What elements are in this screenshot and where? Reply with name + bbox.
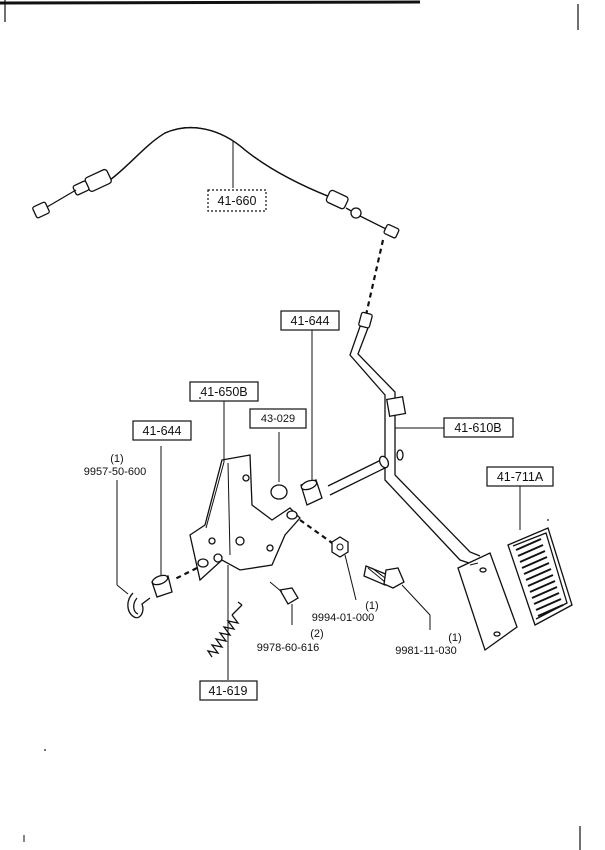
- return-spring: [206, 565, 243, 680]
- pad-rib: [521, 556, 548, 569]
- pad-rib: [519, 550, 546, 563]
- bracket-to-bushing-dashed: [172, 567, 198, 581]
- callout-bolt-43-text: 43-029: [261, 413, 295, 425]
- part-screw-qty: (2): [310, 628, 323, 640]
- pad-rib: [527, 574, 554, 587]
- callout-pedal-pad-text: 41-711A: [497, 470, 544, 484]
- callout-pedal-arm[interactable]: 41-610B: [395, 417, 514, 438]
- screw: [269, 581, 299, 625]
- part-screw-label[interactable]: (2) 9978-60-616: [257, 628, 324, 654]
- part-nut-number: 9994-01-000: [312, 612, 374, 624]
- bracket-to-nut-dashed: [299, 519, 336, 546]
- pad-rib: [537, 604, 564, 617]
- cable-connection-dashed: [364, 239, 385, 316]
- part-nut-qty: (1): [365, 600, 378, 612]
- pad-rib: [515, 538, 542, 551]
- pedal-pad-rubber: [507, 527, 573, 626]
- callout-clip-left[interactable]: 41-644: [132, 420, 192, 441]
- pad-rib: [529, 580, 556, 593]
- bushing-top: [300, 330, 323, 506]
- nut: [331, 536, 357, 601]
- callout-bracket-text: 41-650B: [200, 385, 247, 399]
- part-pin-qty: (1): [110, 453, 123, 465]
- part-pin-number: 9957-50-600: [84, 466, 146, 478]
- callout-cable[interactable]: 41-660: [207, 189, 267, 212]
- pad-rib: [523, 562, 550, 575]
- pad-rib: [533, 592, 560, 605]
- callout-clip-top-text: 41-644: [291, 314, 330, 328]
- callout-clip-top[interactable]: 41-644: [280, 310, 340, 331]
- scan-specks: [44, 397, 549, 751]
- pad-rib: [531, 586, 558, 599]
- part-pin-label[interactable]: (1) 9957-50-600: [84, 453, 146, 478]
- callout-spring-text: 41-619: [209, 684, 248, 698]
- part-nut-label[interactable]: (1) 9994-01-000: [312, 600, 379, 624]
- part-bolt-label[interactable]: (1) 9981-11-030: [395, 632, 462, 657]
- callout-bolt-43[interactable]: 43-029: [249, 408, 307, 429]
- callout-pedal-pad[interactable]: 41-711A: [486, 466, 554, 530]
- pedal-bracket: [189, 454, 301, 582]
- accelerator-cable: [32, 127, 400, 239]
- part-bolt-qty: (1): [448, 632, 461, 644]
- clip-pin: [116, 480, 151, 619]
- callout-cable-text: 41-660: [218, 194, 257, 208]
- pad-rib: [517, 544, 544, 557]
- page-border: [0, 0, 581, 850]
- pedal-arm: [327, 311, 518, 652]
- pad-rib: [535, 598, 562, 611]
- callout-clip-left-text: 41-644: [143, 424, 182, 438]
- callout-pedal-arm-text: 41-610B: [454, 421, 501, 435]
- part-bolt-number: 9981-11-030: [395, 645, 457, 657]
- callout-bracket[interactable]: 41-650B: [189, 381, 259, 462]
- callout-spring[interactable]: 41-619: [199, 680, 258, 701]
- pad-rib: [525, 568, 552, 581]
- bolt-43-029: [270, 432, 288, 500]
- bushing-left: [151, 446, 173, 598]
- bolt: [363, 565, 431, 630]
- part-screw-number: 9978-60-616: [257, 642, 319, 654]
